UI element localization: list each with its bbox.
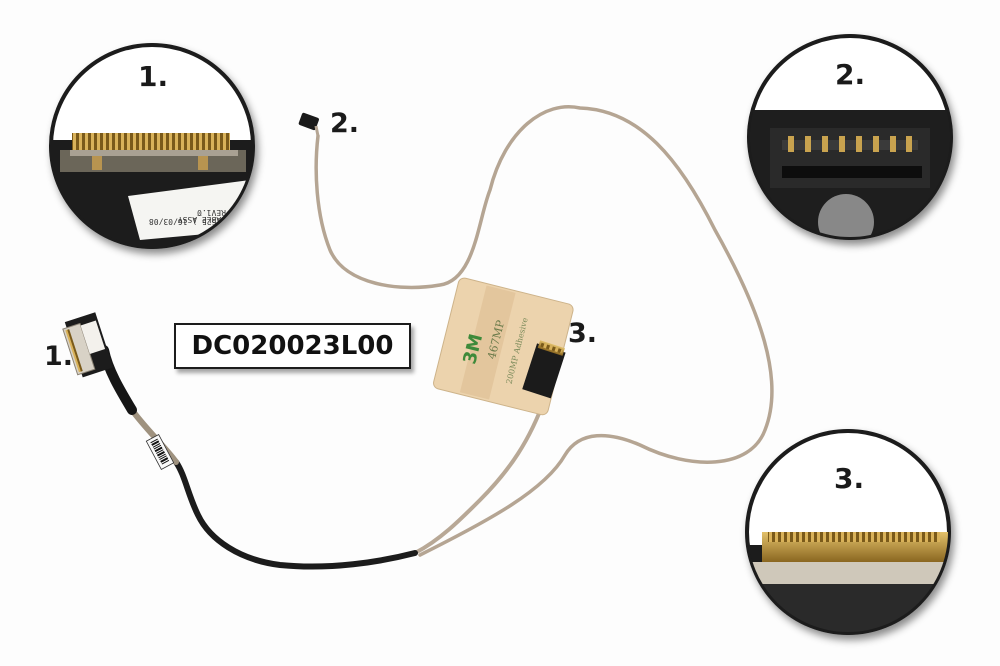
svg-text:REV1.0: REV1.0 [197,208,226,217]
cable-loop [314,105,774,557]
inset-1-number: 1. [138,60,169,93]
connector-1 [62,312,114,378]
inset-3-number: 3. [834,462,865,495]
svg-text:KT525 ) 16/03/08: KT525 ) 16/03/08 [149,217,226,226]
callout-connector-1: 1. [44,341,74,372]
callout-connector-3: 3. [568,318,598,349]
inset-2-number: 2. [835,58,866,91]
svg-text:CABLE_ASSY: CABLE_ASSY [178,215,226,224]
callout-connector-2: 2. [330,108,360,139]
cable-branch-3 [413,396,547,555]
barcode-tag [145,434,175,470]
connector-2 [298,112,320,137]
part-number-label: DC020023L00 [174,323,411,369]
connector-3 [522,340,566,399]
cable-main-black [173,459,418,570]
